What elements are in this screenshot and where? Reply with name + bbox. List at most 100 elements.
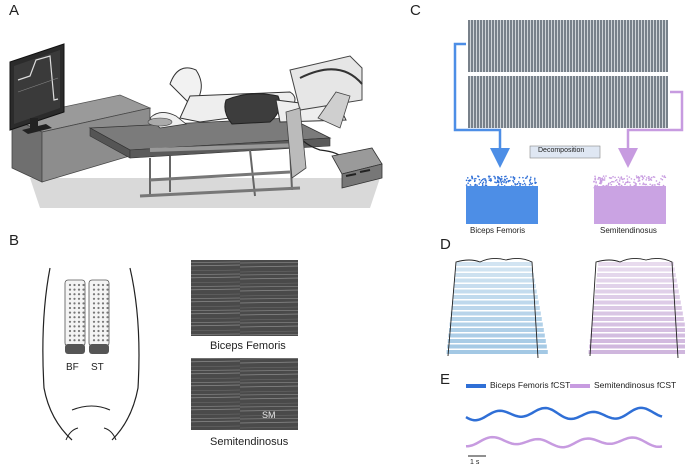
spike-dot: [603, 179, 606, 181]
spike-dot: [652, 176, 655, 178]
spike-dot: [518, 176, 521, 179]
spike-dot: [497, 184, 500, 186]
spike-dot: [483, 178, 485, 180]
spike-dot: [514, 184, 517, 186]
electrode-contact: [106, 325, 109, 328]
electrode-contact: [101, 339, 105, 342]
spike-dot: [522, 176, 524, 179]
discharge-raster-semitendinosus: [588, 262, 685, 354]
us-label-semitendinosus: Semitendinosus: [210, 436, 289, 448]
electrode-contact: [106, 316, 109, 319]
spike-dot: [481, 182, 484, 185]
spike-dot: [611, 180, 613, 183]
raster-row: [589, 344, 685, 349]
spike-dot: [633, 178, 636, 181]
grid-label-bf: BF: [66, 362, 79, 373]
electrode-contact: [92, 297, 96, 300]
panel-letter-c: C: [410, 2, 421, 19]
motor-unit-spikes-semitendinosus: [593, 175, 667, 189]
spike-dot: [634, 182, 637, 184]
spike-dot: [616, 181, 619, 183]
electrode-contact: [92, 339, 96, 342]
spike-dot: [465, 184, 468, 186]
spike-dot: [613, 181, 615, 183]
spike-dot: [500, 181, 503, 184]
sm-label: SM: [262, 410, 276, 420]
spike-dot: [498, 177, 501, 179]
electrode-contact: [82, 339, 85, 342]
electrode-contact: [97, 334, 100, 337]
spike-dot: [593, 180, 595, 183]
spike-dot: [501, 183, 503, 186]
electrode-contact: [101, 297, 105, 300]
raster-row: [591, 328, 685, 332]
electrode-contact: [82, 311, 85, 314]
electrode-contact: [106, 297, 109, 300]
electrode-contact: [101, 293, 105, 296]
raster-row: [595, 289, 679, 294]
spike-dot: [524, 177, 527, 179]
spike-dot: [494, 181, 496, 183]
spike-dot: [642, 182, 645, 184]
spike-dot: [602, 175, 605, 177]
us-label-biceps-femoris: Biceps Femoris: [210, 340, 286, 352]
electrode-contact: [106, 311, 109, 314]
raster-row: [590, 333, 685, 338]
electrode-contact: [101, 325, 105, 328]
spike-dot: [497, 177, 499, 180]
raster-row: [449, 322, 543, 327]
raster-row: [597, 273, 676, 277]
spike-dot: [473, 178, 476, 180]
spike-dot: [594, 184, 597, 187]
raster-row: [455, 273, 534, 277]
spike-dot: [610, 183, 613, 186]
raster-row: [588, 350, 685, 354]
spike-dot: [534, 182, 537, 185]
raster-row: [592, 317, 684, 321]
spike-dot: [499, 180, 502, 182]
spike-dot: [484, 178, 486, 180]
raster-row: [598, 262, 674, 266]
spike-dot: [629, 184, 632, 186]
spike-dot: [496, 179, 499, 182]
electrode-contact: [97, 302, 100, 305]
electrode-contact: [106, 334, 109, 337]
spike-dot: [603, 177, 606, 179]
spike-dot: [635, 175, 638, 177]
electrode-contact: [68, 334, 72, 337]
electrode-contact: [73, 334, 76, 337]
electrode-contact: [101, 334, 105, 337]
raster-row: [452, 295, 538, 299]
spike-dot: [627, 181, 629, 184]
electrode-contact: [82, 283, 85, 287]
spike-dot: [626, 178, 629, 180]
electrode-contact: [101, 320, 105, 323]
spike-dot: [643, 175, 646, 177]
electrode-contact: [77, 320, 81, 323]
electrode-contact: [97, 297, 100, 300]
spike-dot: [648, 176, 650, 178]
electrode-contact: [77, 316, 81, 319]
spike-dot: [658, 183, 661, 186]
spike-dot: [605, 184, 608, 187]
spike-dot: [476, 184, 478, 187]
spike-dot: [624, 183, 626, 186]
spike-dot: [528, 183, 531, 186]
spike-dot: [642, 183, 644, 186]
electrode-contact: [77, 297, 81, 300]
raster-row: [454, 278, 535, 283]
electrode-contact: [73, 288, 76, 291]
electrode-contact: [68, 297, 72, 300]
electrode-contact: [106, 320, 109, 323]
electrode-contact: [97, 306, 100, 310]
raster-row: [589, 339, 685, 343]
spike-dot: [618, 180, 621, 182]
electrode-contact: [68, 316, 72, 319]
emg-signals-semitendinosus: [468, 76, 668, 128]
spike-dot: [503, 181, 505, 184]
spike-dot: [465, 179, 468, 182]
electrode-contact: [92, 302, 96, 305]
spike-dot: [658, 181, 661, 184]
electrode-contact: [68, 288, 72, 291]
spike-dot: [516, 182, 519, 185]
